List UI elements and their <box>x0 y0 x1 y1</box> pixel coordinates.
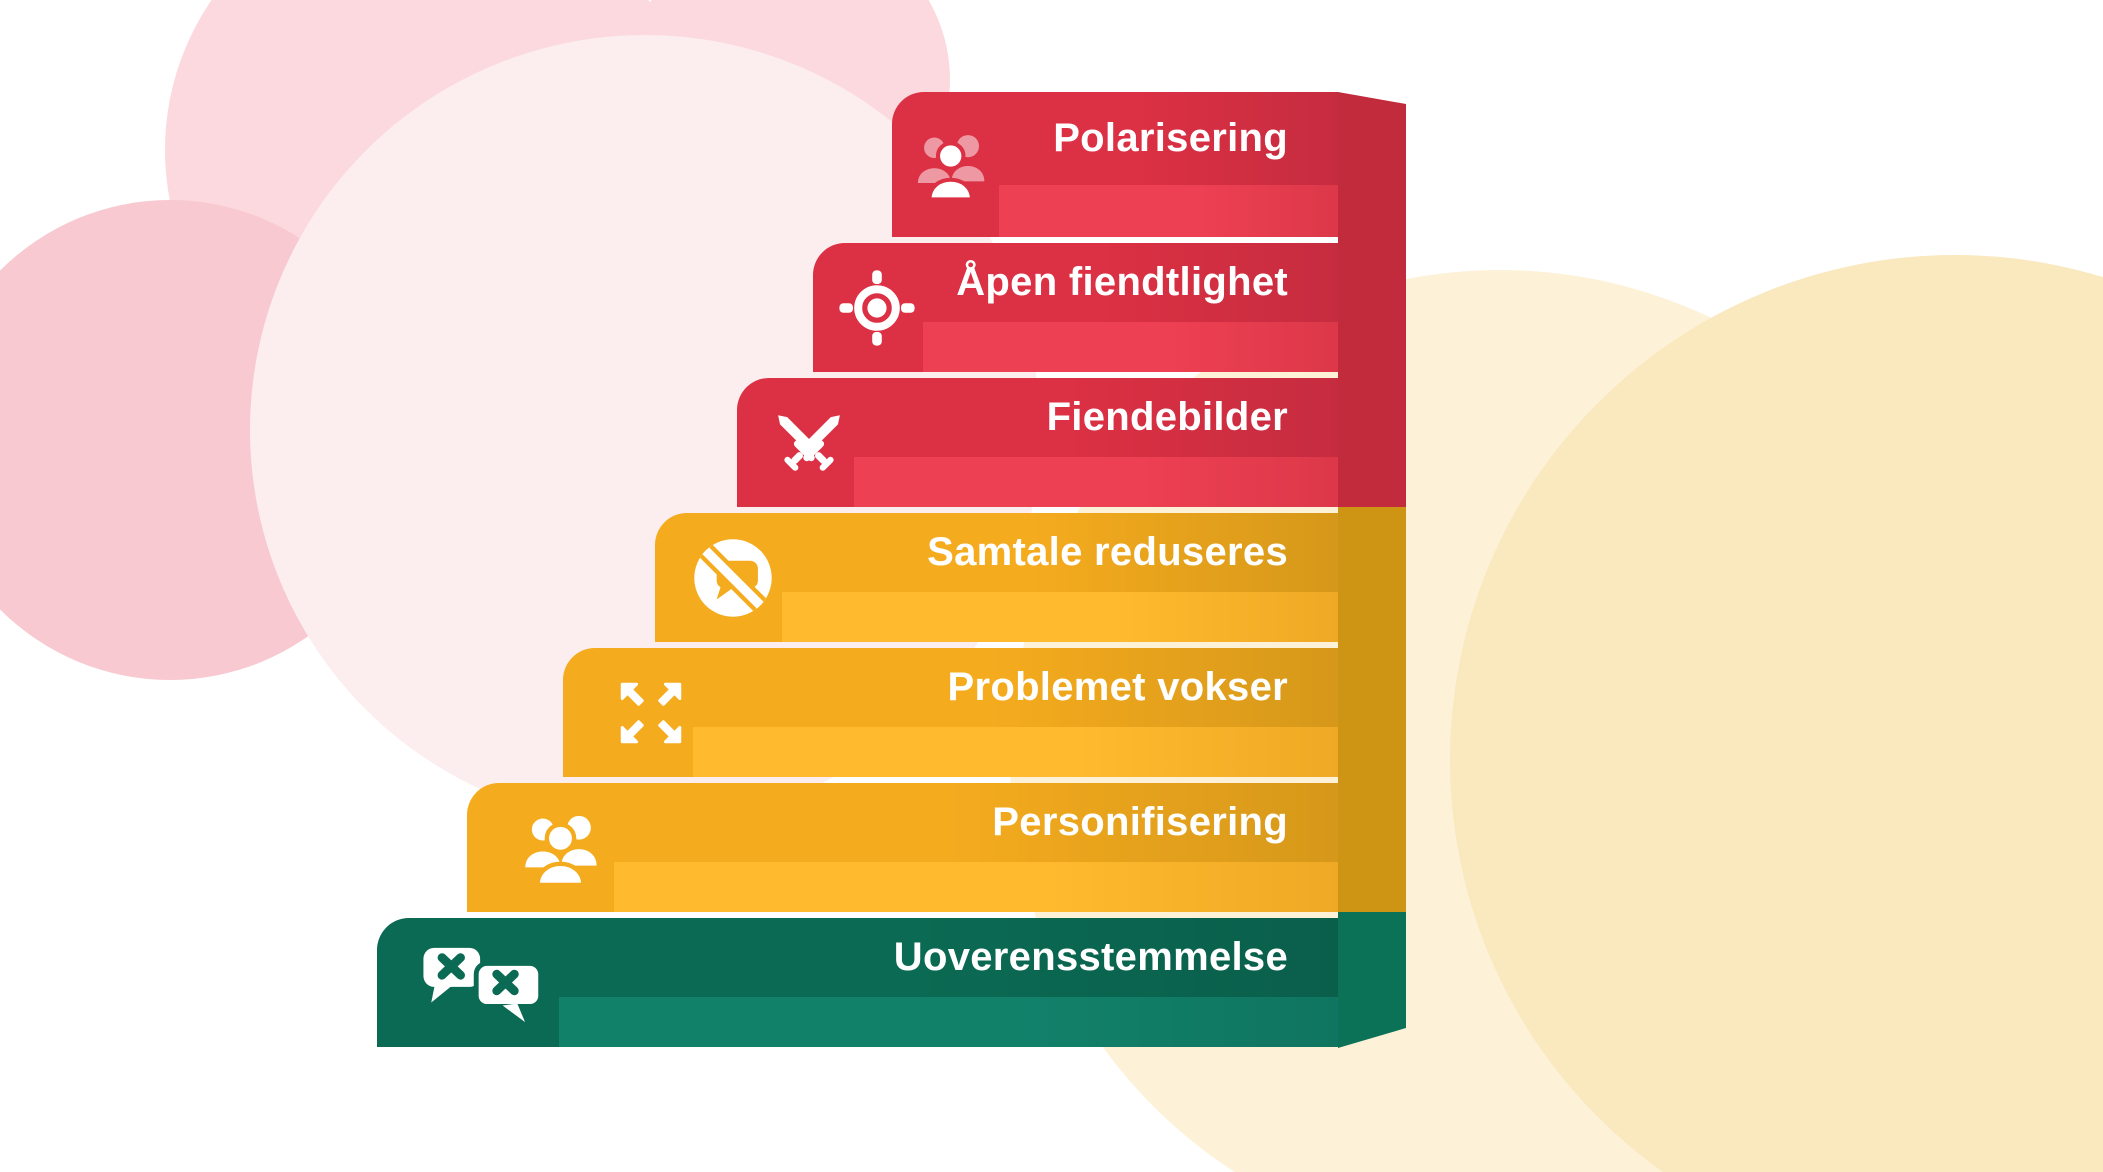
escalation-step-apen-fiendtlighet: Åpen fiendtlighet <box>813 243 1338 372</box>
target-icon <box>839 269 915 346</box>
step-label: Fiendebilder <box>1046 395 1288 439</box>
escalation-step-personifisering: Personifisering <box>467 783 1338 912</box>
escalation-step-samtale-reduseres: Samtale reduseres <box>655 513 1338 642</box>
escalation-step-fiendebilder: Fiendebilder <box>737 378 1338 507</box>
step-shade-band <box>854 457 1338 507</box>
escalation-step-uoverensstemmelse: Uoverensstemmelse <box>377 918 1338 1047</box>
side-segment-yellow <box>1338 507 1406 912</box>
people-group-icon <box>525 815 597 887</box>
step-label: Samtale reduseres <box>927 530 1288 574</box>
stack-side-panel <box>1338 86 1406 1048</box>
step-shade-band <box>999 185 1338 237</box>
side-segment-green <box>1338 912 1406 1048</box>
no-speech-icon <box>694 538 772 617</box>
step-shade-band <box>693 727 1338 777</box>
step-shade-band <box>782 592 1338 642</box>
step-shade-band <box>559 997 1338 1047</box>
escalation-step-problemet-vokser: Problemet vokser <box>563 648 1338 777</box>
step-shade-band <box>923 322 1338 372</box>
step-label: Polarisering <box>1053 116 1288 160</box>
crossed-messages-icon <box>423 947 544 1022</box>
people-group-icon <box>917 134 985 201</box>
step-label: Personifisering <box>992 800 1288 844</box>
crossed-swords-icon <box>778 414 840 471</box>
step-shade-band <box>614 862 1338 912</box>
step-label: Uoverensstemmelse <box>893 935 1288 979</box>
step-label: Åpen fiendtlighet <box>956 260 1288 304</box>
side-segment-red <box>1338 86 1406 507</box>
escalation-step-polarisering: Polarisering <box>892 92 1338 237</box>
step-label: Problemet vokser <box>947 665 1288 709</box>
